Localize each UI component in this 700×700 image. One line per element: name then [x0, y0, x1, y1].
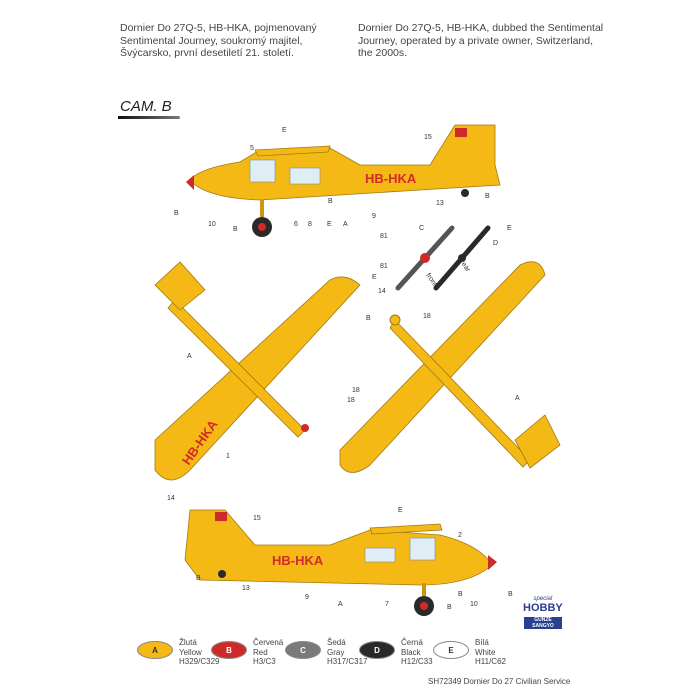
callout: E	[282, 127, 287, 134]
callout: A	[515, 395, 520, 402]
callout: E	[327, 221, 332, 228]
color-name-en: White	[475, 647, 496, 657]
color-name-cz: Žlutá	[179, 638, 197, 647]
color-name-cz: Černá	[401, 638, 423, 647]
callout: 7	[385, 601, 389, 608]
callout: rear	[458, 259, 471, 274]
paint-reference: H12/C33	[401, 657, 433, 666]
callout: A	[187, 353, 192, 360]
callout: 9	[372, 213, 376, 220]
callout: 1	[226, 453, 230, 460]
callout: B	[447, 604, 452, 611]
desc-line: Journey, operated by a private owner, Sw…	[358, 34, 594, 47]
color-name-en: Black	[401, 647, 421, 657]
gunze-sangyo-logo: GUNZE SANGYO	[524, 617, 562, 629]
paint-reference: H3/C3	[253, 657, 276, 666]
registration-marking: HB-HKA	[272, 553, 324, 568]
callout: B	[485, 193, 490, 200]
registration-marking: HB-HKA	[365, 171, 417, 186]
callout: 18	[352, 387, 360, 394]
description-english: Dornier Do 27Q-5, HB-HKA, dubbed the Sen…	[358, 22, 618, 60]
desc-line: Švýcarsko, první desetiletí 21. století.	[120, 47, 294, 59]
callout: 10	[208, 221, 216, 228]
callout: 9	[305, 594, 309, 601]
kit-footer: SH72349 Dornier Do 27 Civilian Service	[428, 677, 571, 686]
callout: C	[419, 225, 424, 232]
desc-line: Sentimental Journey, soukromý majitel,	[120, 34, 303, 47]
callout: D	[493, 240, 498, 247]
callout: 81	[380, 233, 388, 240]
callout: 6	[294, 221, 298, 228]
bottom-view	[339, 261, 561, 473]
callout: 13	[242, 585, 250, 592]
desc-line: Dornier Do 27Q-5, HB-HKA, dubbed the Sen…	[358, 22, 604, 34]
scheme-title-underline	[118, 116, 180, 119]
color-name-en: Yellow	[179, 647, 202, 657]
callout: B	[366, 315, 371, 322]
callout: 8	[308, 221, 312, 228]
paint-reference: H11/C62	[475, 657, 506, 666]
callout: 81	[380, 263, 388, 270]
color-name-cz: Červená	[253, 638, 284, 647]
top-view: HB-HKA	[154, 261, 361, 481]
callout: 14	[167, 495, 175, 502]
color-name-cz: Bílá	[475, 638, 489, 647]
propellers	[395, 225, 491, 291]
desc-line: Dornier Do 27Q-5, HB-HKA, pojmenovaný	[120, 22, 317, 34]
paint-reference: H317/C317	[327, 657, 368, 666]
logo-text: special	[533, 596, 553, 602]
color-chip: A	[137, 641, 173, 659]
paint-reference: H329/C329	[179, 657, 220, 666]
callout: B	[328, 198, 333, 205]
callout: 15	[253, 515, 261, 522]
callout: 18	[423, 313, 431, 320]
scheme-title: CAM. B	[120, 98, 172, 115]
color-chip: C	[285, 641, 321, 659]
color-chip: E	[433, 641, 469, 659]
color-chip: B	[211, 641, 247, 659]
callout: B	[196, 575, 201, 582]
side-view-left: HB-HKA	[186, 124, 501, 237]
color-chip: D	[359, 641, 395, 659]
callout: B	[233, 226, 238, 233]
color-name-en: Red	[253, 647, 268, 657]
logo-text: HOBBY	[523, 602, 563, 614]
callout: E	[507, 225, 512, 232]
callout: A	[343, 221, 348, 228]
callout: A	[338, 601, 343, 608]
callout: 5	[250, 145, 254, 152]
callout: E	[398, 507, 403, 514]
callout: E	[372, 274, 377, 281]
callout: B	[174, 210, 179, 217]
callout: B	[458, 591, 463, 598]
callout: 14	[378, 288, 386, 295]
color-name-cz: Šedá	[327, 638, 346, 647]
description-czech: Dornier Do 27Q-5, HB-HKA, pojmenovaný Se…	[120, 22, 360, 60]
callout: 10	[470, 601, 478, 608]
callout: 15	[424, 134, 432, 141]
callout: 18	[347, 397, 355, 404]
callout: 13	[436, 200, 444, 207]
callout: B	[508, 591, 513, 598]
callout-labels: E 5 15 B 13 B 10 B 6 8 E A 9 B C 81 81 E…	[167, 127, 520, 611]
desc-line: the 2000s.	[358, 47, 408, 59]
callout: 2	[458, 532, 462, 539]
color-name-en: Gray	[327, 647, 345, 657]
side-view-right: HB-HKA	[184, 509, 497, 616]
